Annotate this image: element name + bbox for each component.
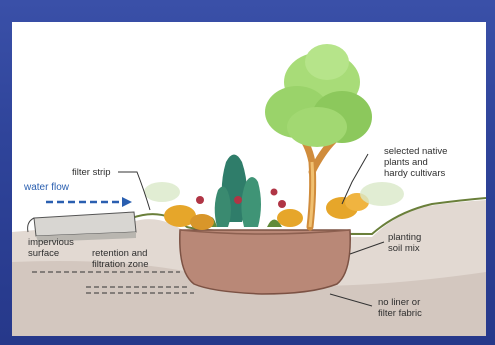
label-filter-strip: filter strip [72, 167, 111, 178]
label-impervious-1: impervious [28, 237, 74, 248]
label-water-flow: water flow [23, 182, 70, 193]
label-soil-2: soil mix [388, 243, 420, 254]
conifer-shrubs [215, 155, 261, 228]
label-liner-1: no liner or [378, 297, 420, 308]
label-liner-2: filter fabric [378, 308, 422, 319]
label-retention-2: filtration zone [92, 259, 149, 270]
label-retention-1: retention and [92, 248, 147, 259]
diagram-panel: filter strip water flow impervious surfa… [12, 22, 486, 336]
yellow-shrubs [164, 193, 369, 230]
label-plants-1: selected native [384, 146, 447, 157]
water-flow-arrow [46, 197, 132, 207]
planting-soil-basin [180, 230, 350, 294]
rain-garden-diagram: filter strip water flow impervious surfa… [12, 22, 486, 336]
label-impervious-2: surface [28, 248, 59, 259]
label-soil-1: planting [388, 232, 421, 243]
label-plants-3: hardy cultivars [384, 168, 445, 179]
label-plants-2: plants and [384, 157, 428, 168]
